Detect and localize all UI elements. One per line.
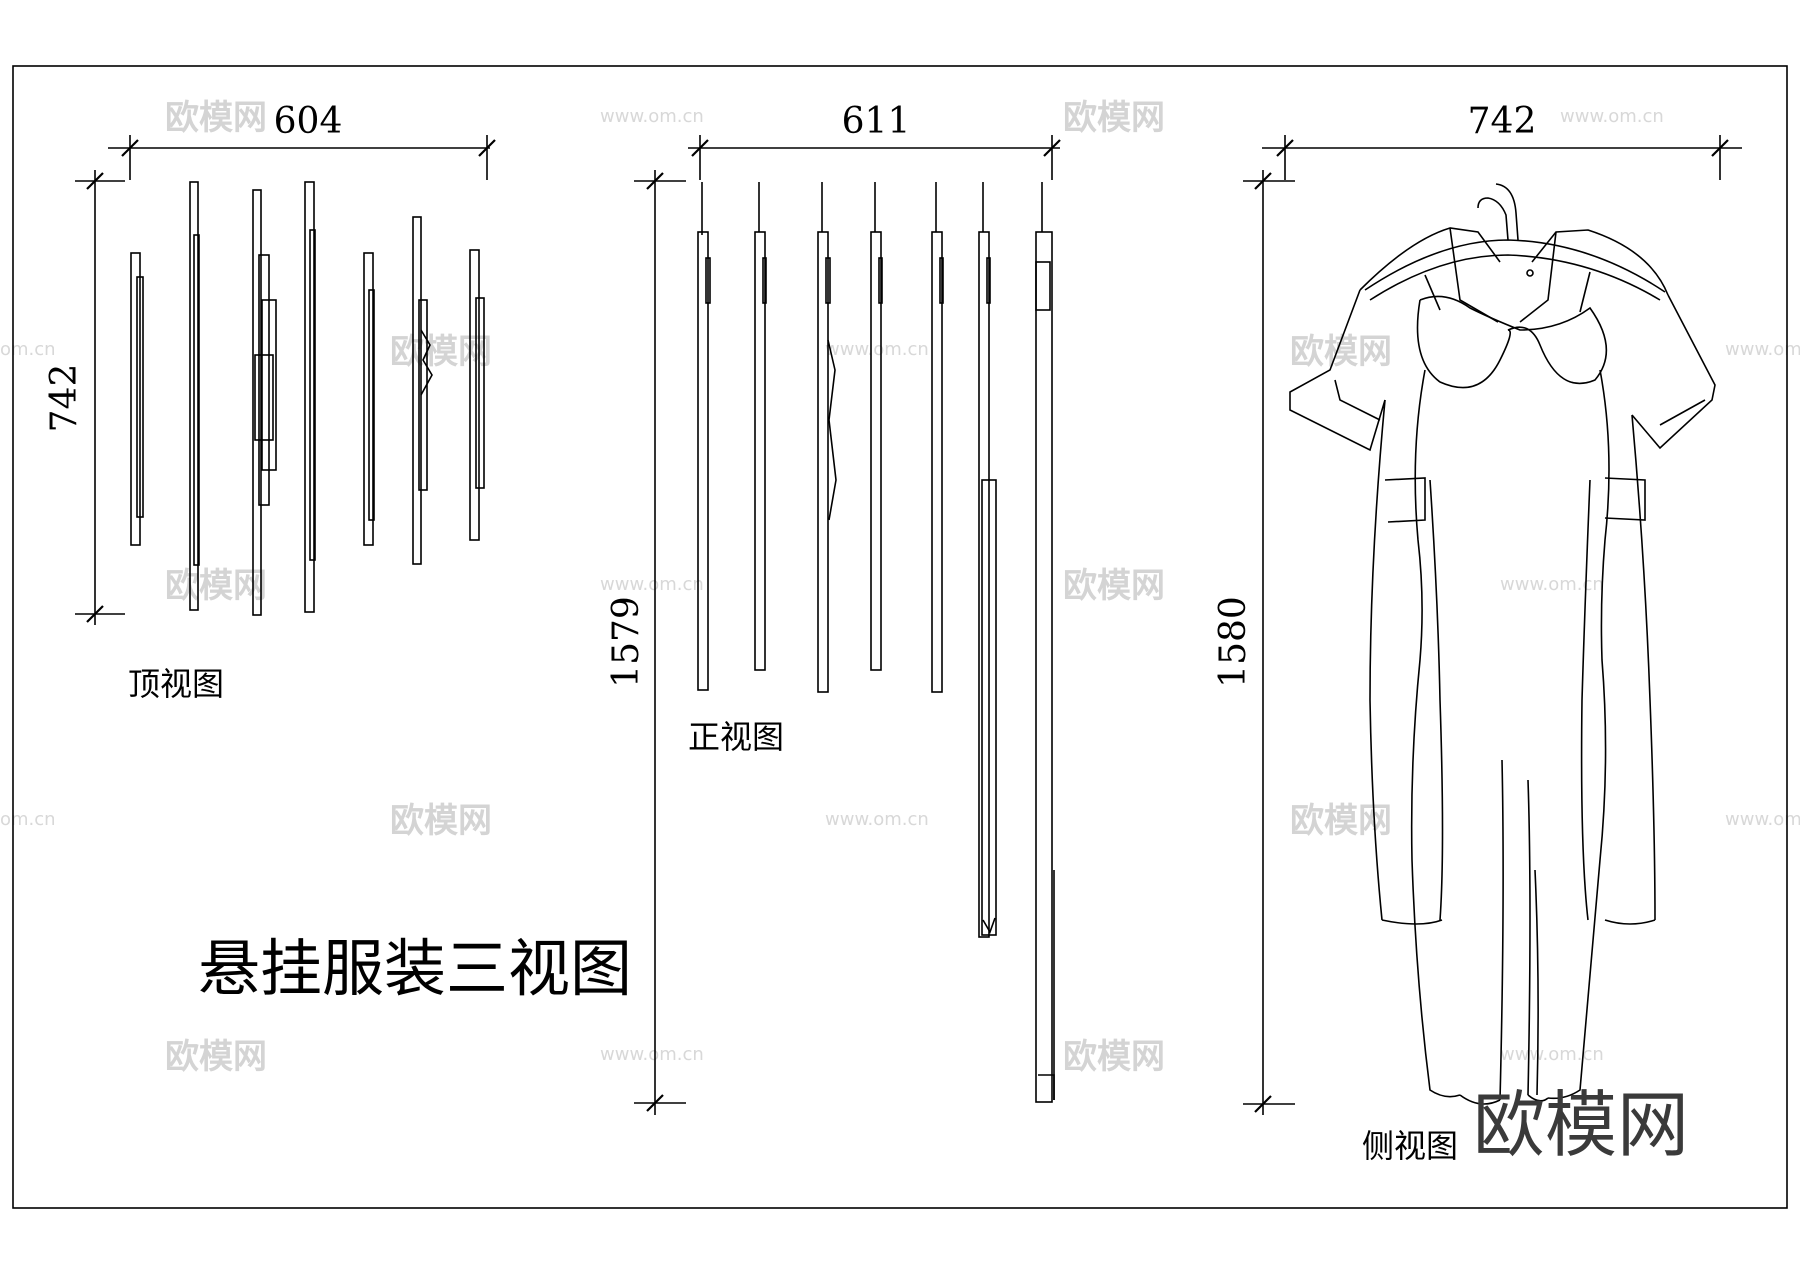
- top-view: 604 742: [44, 101, 496, 703]
- watermark-url: www.om.cn: [1560, 106, 1664, 127]
- watermark-brand: 欧模网: [390, 801, 492, 841]
- top-view-label: 顶视图: [128, 665, 224, 703]
- side-width-value: 742: [1468, 101, 1537, 142]
- watermark-url: www.om.cn: [600, 106, 704, 127]
- watermark-brand: 欧模网: [1063, 566, 1165, 606]
- watermark-url: www.om.cn: [825, 339, 929, 360]
- front-width-value: 611: [842, 101, 911, 142]
- drawing-border: [12, 65, 1788, 1209]
- front-view: 611 1579: [606, 101, 1061, 1115]
- watermark-brand: 欧模网: [1290, 801, 1392, 841]
- watermark-url: www.om.cn: [1500, 1044, 1604, 1065]
- watermark-brand: 欧模网: [1290, 332, 1392, 372]
- top-height-value: 742: [44, 364, 85, 433]
- top-height-dimension: 742: [44, 170, 125, 625]
- watermark-url: www.om.cn: [600, 1044, 704, 1065]
- front-width-dimension: 611: [688, 101, 1061, 180]
- top-width-value: 604: [274, 101, 343, 142]
- watermark-url: www.om.cn: [1500, 574, 1604, 595]
- side-view: 742 1580: [1213, 101, 1742, 1165]
- side-height-dimension: 1580: [1213, 170, 1295, 1115]
- front-height-value: 1579: [606, 596, 647, 688]
- hanging-dress-illustration: [1289, 183, 1716, 1105]
- top-view-garments: [130, 181, 485, 616]
- watermark-brand: 欧模网: [1063, 98, 1165, 138]
- watermark-url: www.om.cn: [1725, 809, 1800, 830]
- watermark-brand: 欧模网: [390, 332, 492, 372]
- side-height-value: 1580: [1213, 596, 1254, 688]
- front-view-garments: [697, 182, 1055, 1103]
- watermark-brand: 欧模网: [165, 1037, 267, 1077]
- drawing-title: 悬挂服装三视图: [198, 932, 632, 1005]
- watermark-url: www.om.cn: [1725, 339, 1800, 360]
- front-view-label: 正视图: [688, 718, 784, 756]
- front-height-dimension: 1579: [606, 170, 686, 1115]
- side-width-dimension: 742: [1262, 101, 1742, 180]
- watermark-brand: 欧模网: [165, 98, 267, 138]
- side-view-label: 侧视图: [1362, 1127, 1458, 1165]
- watermark-url: om.cn: [0, 809, 56, 830]
- watermark-brand: 欧模网: [1063, 1037, 1165, 1077]
- watermark-brand-large: 欧模网: [1473, 1083, 1689, 1167]
- watermark-url: www.om.cn: [825, 809, 929, 830]
- watermark-url: www.om.cn: [600, 574, 704, 595]
- top-width-dimension: 604: [108, 101, 496, 180]
- watermark-brand: 欧模网: [165, 566, 267, 606]
- watermark-url: om.cn: [0, 339, 56, 360]
